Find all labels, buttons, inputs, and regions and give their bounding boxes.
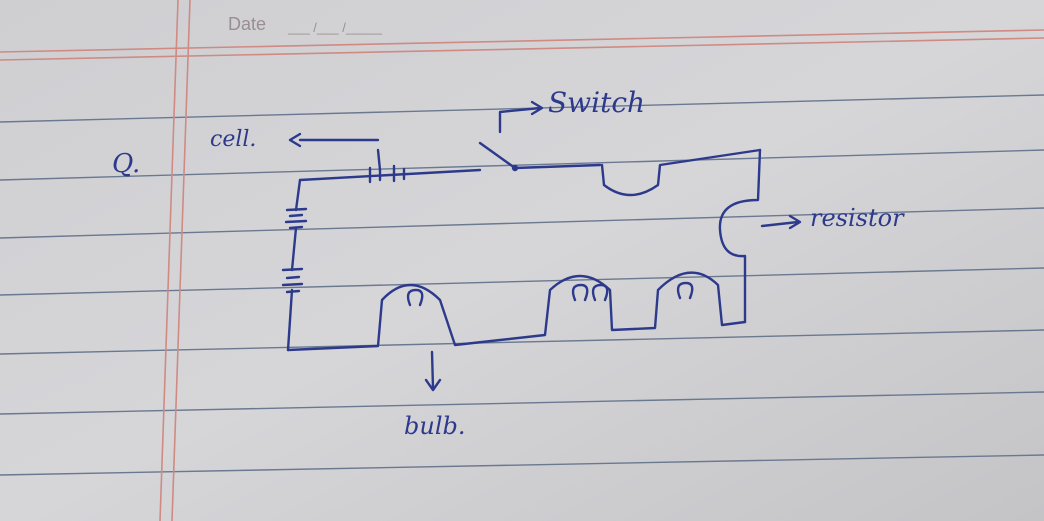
- switch-label: Switch: [548, 86, 645, 119]
- cell-symbol: [368, 164, 406, 184]
- bulb-filament-2: [571, 283, 609, 302]
- cell-pointer: [298, 138, 382, 172]
- resistor-pointer: [760, 220, 800, 228]
- circuit-diagram: [281, 100, 802, 392]
- resistor-label: resistor: [810, 204, 905, 232]
- cell-label: cell.: [210, 127, 256, 152]
- top-wire: [298, 168, 482, 182]
- u-loop-wire: [600, 148, 762, 197]
- switch-contact: [511, 164, 519, 172]
- bulb-filament-1: [406, 288, 424, 307]
- bulb-arrow-icon: [424, 378, 442, 392]
- switch-arrow-icon: [530, 100, 544, 116]
- battery-symbol: [281, 207, 308, 294]
- switch-pointer: [498, 106, 542, 134]
- bottom-wire-bulbs: [286, 271, 747, 352]
- cell-arrow-icon: [288, 132, 302, 148]
- resistor-symbol: [718, 148, 762, 324]
- date-blanks: ___ /___ /_____: [287, 20, 383, 35]
- question-label: Q.: [112, 149, 140, 179]
- bulb-label: bulb.: [404, 412, 466, 440]
- resistor-arrow-icon: [788, 214, 802, 230]
- bulb-filament-3: [676, 281, 694, 300]
- date-label: Date: [228, 14, 266, 34]
- left-wire: [286, 178, 302, 352]
- bulb-pointer: [430, 350, 435, 390]
